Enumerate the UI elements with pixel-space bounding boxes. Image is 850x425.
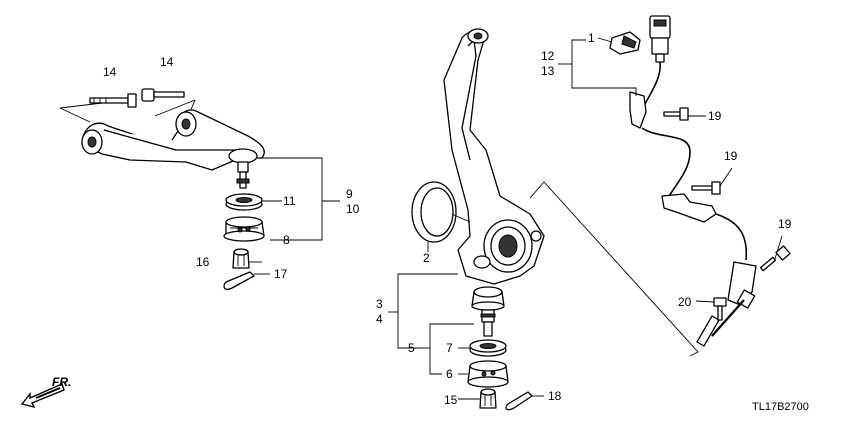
cotter-pin-17[interactable] (223, 271, 255, 290)
castle-nut-15[interactable] (479, 388, 497, 409)
callout-18[interactable]: 18 (548, 389, 562, 403)
upper-arm-group (59, 88, 340, 290)
callout-labels: 14 14 11 9 10 8 16 17 2 3 4 5 7 6 15 18 … (103, 31, 792, 407)
dust-boot-6[interactable] (467, 360, 509, 388)
callout-9[interactable]: 9 (346, 187, 353, 201)
nut-14-right[interactable] (141, 88, 185, 102)
callout-14a[interactable]: 14 (103, 65, 117, 79)
castle-nut-16[interactable] (232, 248, 250, 269)
front-direction-indicator: FR. (20, 375, 71, 409)
callout-6[interactable]: 6 (446, 367, 453, 381)
wheel-speed-sensor[interactable] (696, 289, 756, 347)
callout-4[interactable]: 4 (376, 312, 383, 326)
callout-10[interactable]: 10 (346, 202, 360, 216)
diagram-code: TL17B2700 (752, 401, 809, 413)
callout-20[interactable]: 20 (678, 295, 692, 309)
callout-12[interactable]: 12 (541, 49, 555, 63)
knuckle-group (388, 28, 545, 411)
bolt-19-lower[interactable] (759, 245, 791, 272)
cotter-pin-18[interactable] (505, 391, 533, 411)
connector-clip-1[interactable] (609, 31, 641, 55)
callout-14b[interactable]: 14 (160, 55, 174, 69)
boot-seal-11[interactable] (225, 193, 263, 211)
steering-knuckle[interactable] (443, 28, 545, 285)
callout-19c[interactable]: 19 (778, 217, 792, 231)
dust-boot-8[interactable] (223, 216, 265, 242)
bolt-19-upper[interactable] (663, 107, 689, 121)
harness-connector[interactable] (649, 15, 671, 63)
callout-19a[interactable]: 19 (708, 109, 722, 123)
bolt-14-left[interactable] (89, 93, 137, 108)
callout-2[interactable]: 2 (423, 251, 430, 265)
ball-joint-3-4[interactable] (471, 286, 505, 337)
dust-shield-ring-2[interactable] (411, 181, 457, 243)
callout-8[interactable]: 8 (283, 233, 290, 247)
bolt-19-middle[interactable] (691, 181, 721, 195)
callout-7[interactable]: 7 (446, 341, 453, 355)
callout-1[interactable]: 1 (588, 31, 595, 45)
callout-13[interactable]: 13 (541, 64, 555, 78)
boot-seal-7[interactable] (469, 339, 507, 357)
abs-sensor-group (529, 15, 791, 357)
callout-15[interactable]: 15 (444, 393, 458, 407)
bolt-20[interactable] (713, 297, 727, 321)
callout-16[interactable]: 16 (196, 255, 210, 269)
callout-3[interactable]: 3 (376, 297, 383, 311)
front-label: FR. (52, 375, 71, 389)
callout-17[interactable]: 17 (274, 267, 288, 281)
callout-19b[interactable]: 19 (724, 149, 738, 163)
callout-11[interactable]: 11 (283, 194, 296, 208)
upper-control-arm[interactable] (81, 109, 265, 189)
callout-5[interactable]: 5 (408, 341, 415, 355)
